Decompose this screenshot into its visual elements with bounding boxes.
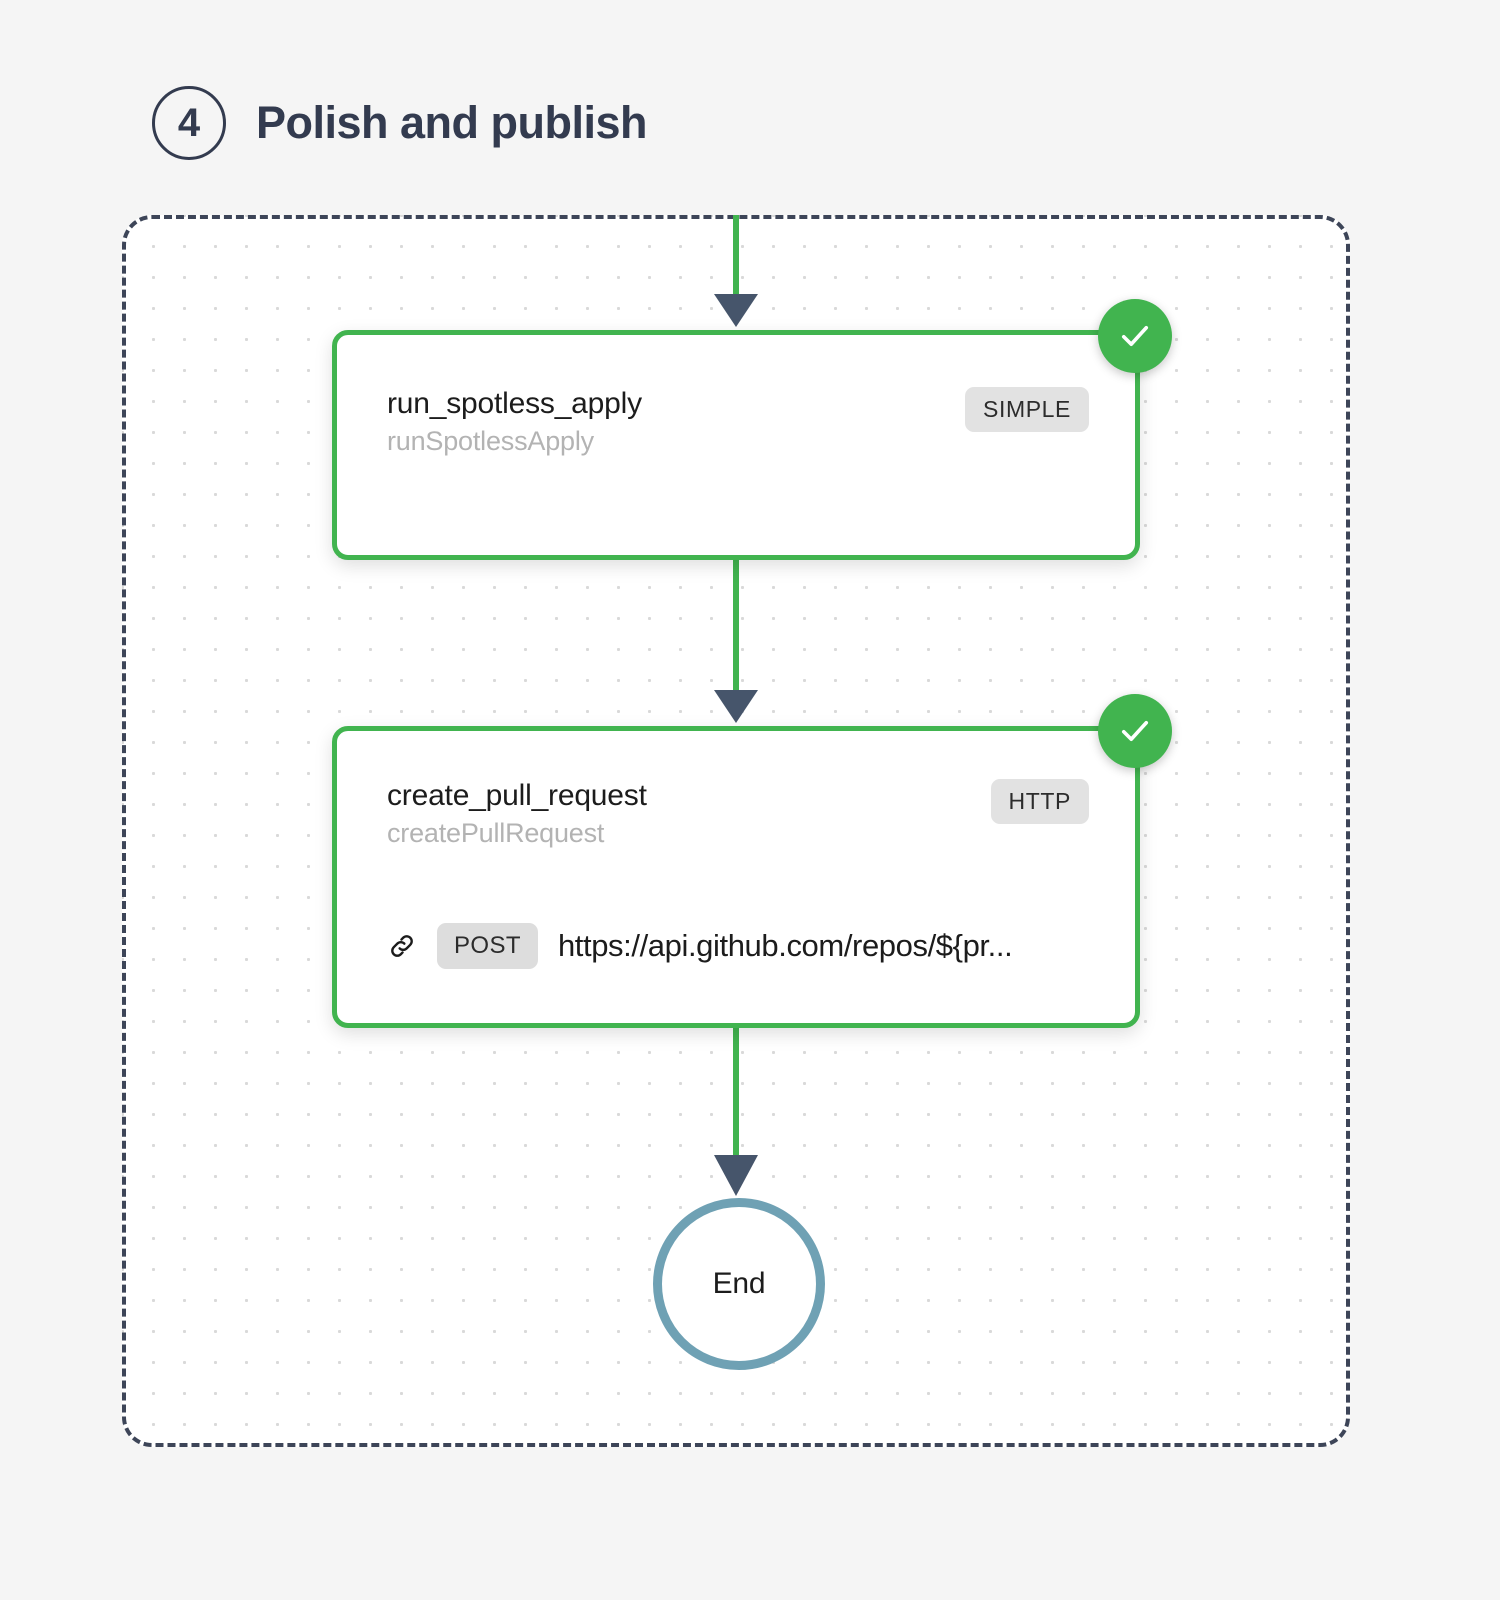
node-create-pull-request[interactable]: create_pull_request createPullRequest HT…: [332, 726, 1140, 1028]
node-header-row: create_pull_request createPullRequest HT…: [387, 779, 1089, 849]
node-type-badge: SIMPLE: [965, 387, 1089, 432]
node-title: create_pull_request: [387, 779, 647, 812]
node-title-group: create_pull_request createPullRequest: [387, 779, 647, 849]
step-number-badge: 4: [152, 86, 226, 160]
node-end[interactable]: End: [653, 1198, 825, 1370]
page-title: Polish and publish: [256, 97, 648, 148]
status-badge-run-spotless-apply[interactable]: [1098, 299, 1172, 373]
node-subtitle: createPullRequest: [387, 818, 605, 848]
end-label: End: [712, 1267, 766, 1300]
request-url: https://api.github.com/repos/${pr...: [557, 928, 1013, 963]
check-icon: [1121, 325, 1149, 347]
check-icon: [1121, 720, 1149, 742]
step-number-label: 4: [177, 101, 201, 145]
http-method-badge: POST: [437, 923, 538, 969]
node-title-group: run_spotless_apply runSpotlessApply: [387, 387, 642, 457]
node-run-spotless-apply[interactable]: run_spotless_apply runSpotlessApply SIMP…: [332, 330, 1140, 560]
node-type-badge: HTTP: [990, 779, 1089, 824]
node-request-row: POST https://api.github.com/repos/${pr..…: [387, 923, 1095, 969]
node-title: run_spotless_apply: [387, 387, 642, 420]
node-subtitle: runSpotlessApply: [387, 426, 594, 456]
section-header: 4 Polish and publish: [152, 86, 648, 160]
status-badge-create-pull-request[interactable]: [1098, 694, 1172, 768]
link-icon: [391, 935, 413, 957]
node-header-row: run_spotless_apply runSpotlessApply SIMP…: [387, 387, 1089, 457]
